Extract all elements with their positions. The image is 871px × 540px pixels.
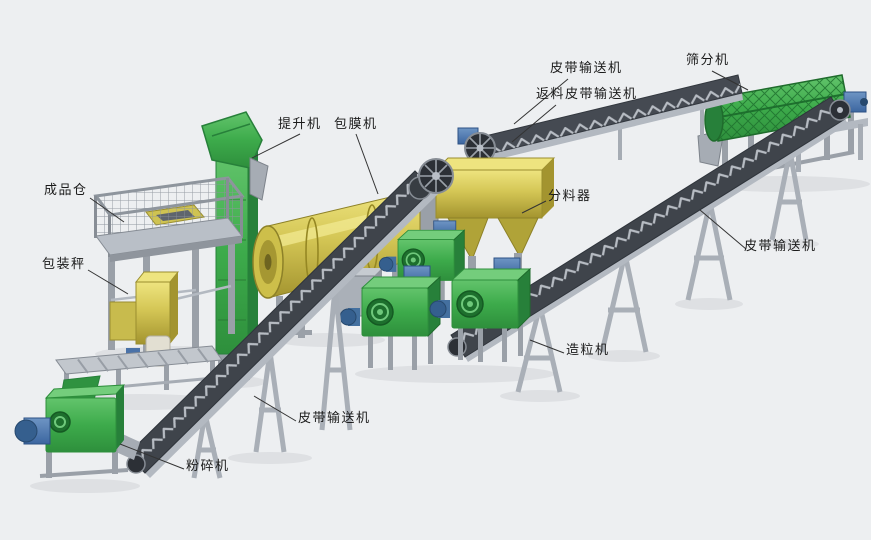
- crusher-illustration: [14, 375, 140, 478]
- label-crusher: 粉碎机: [186, 459, 230, 474]
- label-screening-machine: 筛分机: [686, 53, 730, 68]
- label-distributor: 分料器: [548, 189, 592, 204]
- label-return-belt-conveyor: 返料皮带输送机: [536, 87, 638, 102]
- label-hoist: 提升机: [278, 117, 322, 132]
- label-belt-conveyor-bottom: 皮带输送机: [298, 411, 371, 426]
- leader-lines: [87, 70, 749, 470]
- label-granulator: 造粒机: [566, 343, 610, 358]
- belt-conveyor-bottom-illustration: [126, 158, 454, 479]
- label-finished-product-bin: 成品仓: [44, 183, 88, 198]
- return-belt-conveyor-illustration: [457, 74, 743, 202]
- label-packing-scale: 包装秤: [42, 257, 86, 272]
- label-belt-conveyor-top: 皮带输送机: [550, 61, 623, 76]
- label-belt-conveyor-right: 皮带输送机: [744, 239, 817, 254]
- label-coating-machine: 包膜机: [334, 117, 378, 132]
- finished-product-bin-illustration: [93, 176, 245, 356]
